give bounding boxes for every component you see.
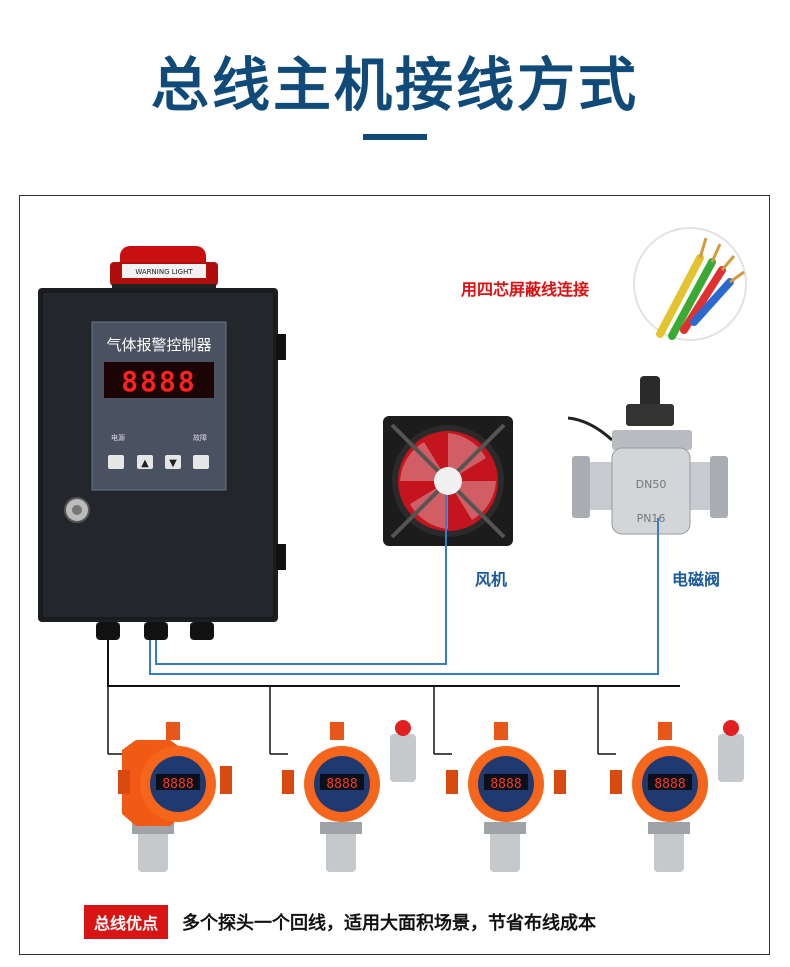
led-display [104,362,214,398]
output-wires [149,495,659,675]
detector-display: 8888 [490,777,521,792]
warning-light-icon: WARNING LIGHT [110,246,218,290]
title-underline [363,134,427,140]
menu-button[interactable] [108,455,124,469]
indicator-power: 电源 [111,433,125,442]
up-button[interactable] [137,455,153,469]
shielded-wire-icon [633,227,747,341]
detector-display: 8888 [654,777,685,792]
wire-note: 用四芯屏蔽线连接 [461,280,590,299]
cable-gland-icon [144,622,168,640]
solenoid-valve-icon: DN50 PN16 [567,376,728,535]
key-lock-icon [64,497,90,523]
down-button-label: ▼ [169,458,177,469]
controller-label: 气体报警控制器 [106,336,211,354]
page-title: 总线主机接线方式 [150,51,639,119]
cable-gland-icon [96,622,120,640]
footer-badge: 总线优点 [84,905,169,939]
confirm-button[interactable] [193,455,209,469]
cable-gland-icon [190,622,214,640]
bus-line [107,640,680,755]
gas-detector: 8888 [282,720,416,872]
alarm-light-icon [718,734,744,782]
footer-note: 总线优点 多个探头一个回线，适用大面积场景，节省布线成本 [84,905,597,939]
gas-detector: 8888 [610,720,744,872]
valve-pn-text: PN16 [637,512,666,525]
hinge-icon [276,334,286,360]
warning-light-text: WARNING LIGHT [135,268,193,276]
indicator-fault: 故障 [193,433,207,442]
down-button[interactable] [165,455,181,469]
diagram-frame [19,195,770,955]
controller-unit: WARNING LIGHT 气体报警控制器 8888 电源 故障 ▲ ▼ [38,246,286,640]
fan-icon [383,416,513,546]
valve-dn-text: DN50 [636,478,667,491]
led-display-value: 8888 [121,365,196,398]
gas-detector: 8888 [446,722,566,872]
alarm-light-icon [390,734,416,782]
valve-label: 电磁阀 [672,570,721,589]
up-button-label: ▲ [141,458,149,469]
detector-display: 8888 [326,777,357,792]
detector-display: 8888 [162,777,193,792]
fan-label: 风机 [475,570,508,589]
gas-detector: 8888 [118,722,232,872]
footer-text: 多个探头一个回线，适用大面积场景，节省布线成本 [182,913,597,934]
hinge-icon [276,544,286,570]
